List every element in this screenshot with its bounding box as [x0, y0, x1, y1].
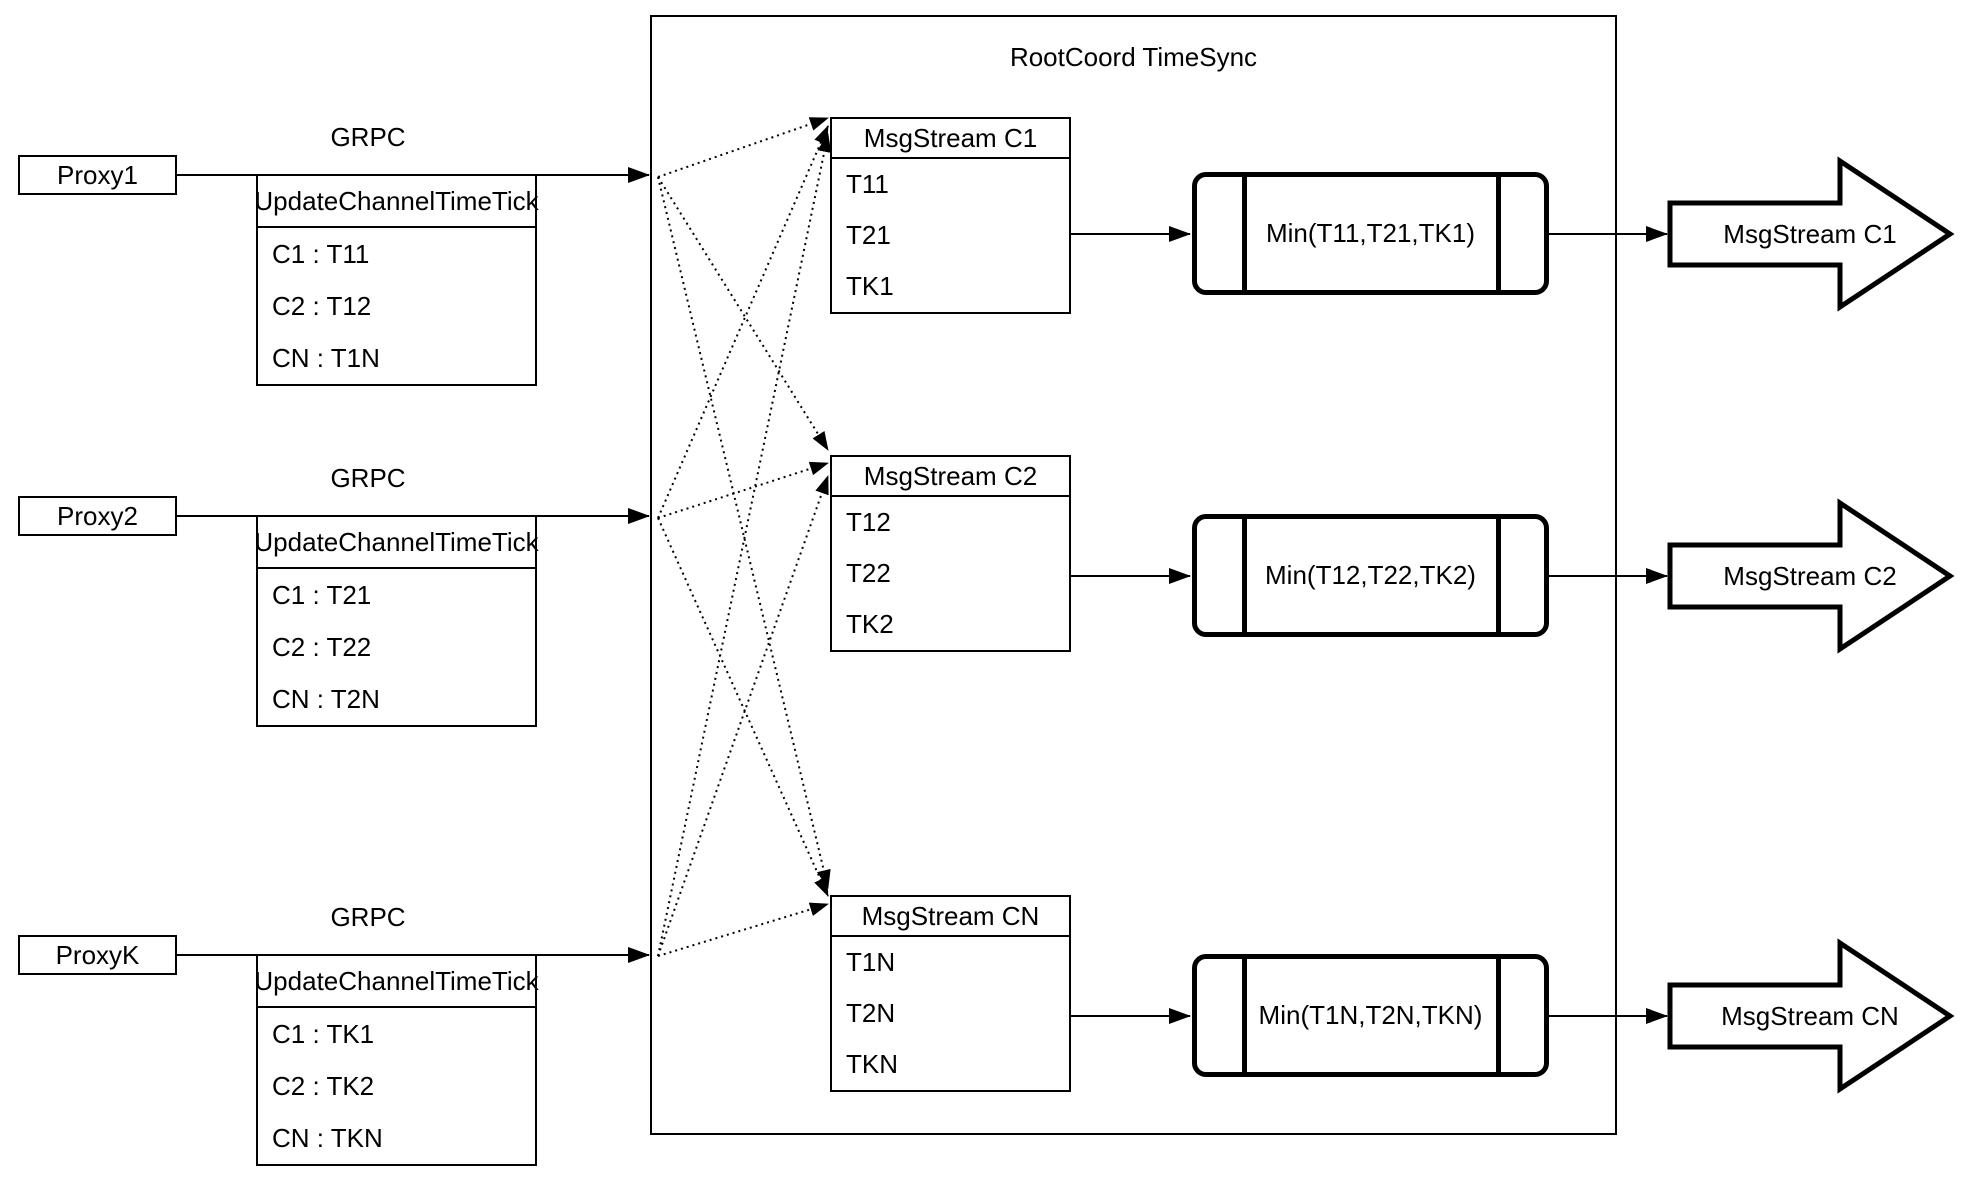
table-row: C2 : T22	[272, 631, 372, 662]
table-row: T21	[846, 220, 891, 250]
block-arrow-cn	[1667, 938, 1955, 1094]
rootcoord-title: RootCoord TimeSync	[1009, 42, 1258, 72]
msgstream-c2-table: MsgStream C2 T12 T22 TK2	[830, 455, 1071, 652]
min-node-label: Min(T12,T22,TK2)	[1265, 560, 1476, 590]
msgstream-output-label: MsgStream C2	[1723, 560, 1897, 591]
table-header: UpdateChannelTimeTick	[254, 176, 539, 228]
min-node-cap-divider	[1242, 177, 1247, 290]
msgstream-cn-table: MsgStream CN T1N T2N TKN	[830, 895, 1071, 1092]
table-header: MsgStream C1	[832, 119, 1069, 159]
table-row: CN : T2N	[272, 683, 380, 714]
update-channel-timetick-table-1: UpdateChannelTimeTick C1 : T11 C2 : T12 …	[254, 174, 539, 386]
min-node-cap-divider	[1496, 519, 1501, 632]
table-row: T2N	[846, 998, 896, 1028]
min-node-c1: Min(T11,T21,TK1)	[1192, 172, 1549, 295]
proxyk-box: ProxyK	[18, 935, 177, 975]
table-row: TK2	[846, 609, 894, 639]
update-channel-timetick-table-2: UpdateChannelTimeTick C1 : T21 C2 : T22 …	[254, 515, 539, 727]
min-node-cap-divider	[1496, 959, 1501, 1072]
min-node-cap-divider	[1496, 177, 1501, 290]
grpc-label: GRPC	[330, 122, 406, 152]
proxy1-box: Proxy1	[18, 155, 177, 195]
msgstream-output-label: MsgStream C1	[1723, 218, 1897, 249]
msgstream-c1-table: MsgStream C1 T11 T21 TK1	[830, 117, 1071, 314]
table-header: MsgStream C2	[832, 457, 1069, 497]
min-node-c2: Min(T12,T22,TK2)	[1192, 514, 1549, 637]
table-row: C1 : T21	[272, 579, 372, 610]
min-node-cap-divider	[1242, 519, 1247, 632]
table-row: CN : TKN	[272, 1122, 383, 1153]
min-node-cap-divider	[1242, 959, 1247, 1072]
table-header: UpdateChannelTimeTick	[254, 956, 539, 1008]
table-row: T12	[846, 507, 891, 537]
proxy2-box: Proxy2	[18, 496, 177, 536]
table-row: T11	[846, 169, 889, 199]
table-header: UpdateChannelTimeTick	[254, 517, 539, 569]
min-node-label: Min(T11,T21,TK1)	[1265, 218, 1475, 248]
update-channel-timetick-table-3: UpdateChannelTimeTick C1 : TK1 C2 : TK2 …	[254, 954, 539, 1166]
min-to-output-lines	[1549, 226, 1668, 1024]
table-row: T22	[846, 558, 891, 588]
rootcoord-timesync-container	[650, 15, 1617, 1135]
min-node-cn: Min(T1N,T2N,TKN)	[1192, 954, 1549, 1077]
timetick-dispatch-dotted-lines	[657, 117, 832, 957]
table-row: C1 : TK1	[272, 1018, 375, 1049]
table-to-min-lines	[1070, 226, 1191, 1024]
block-arrow-c1	[1667, 156, 1955, 312]
block-arrow-c2	[1667, 498, 1955, 654]
table-row: C2 : T12	[272, 290, 372, 321]
grpc-label: GRPC	[330, 463, 406, 493]
grpc-label: GRPC	[330, 902, 406, 932]
table-row: TKN	[846, 1049, 898, 1079]
table-row: T1N	[846, 947, 896, 977]
table-row: C2 : TK2	[272, 1070, 375, 1101]
min-node-label: Min(T1N,T2N,TKN)	[1258, 1000, 1483, 1030]
table-row: C1 : T11	[272, 238, 370, 269]
table-row: TK1	[846, 271, 894, 301]
table-row: CN : T1N	[272, 342, 380, 373]
table-header: MsgStream CN	[832, 897, 1069, 937]
msgstream-output-label: MsgStream CN	[1721, 1000, 1899, 1031]
output-block-arrows	[1667, 156, 1955, 1094]
